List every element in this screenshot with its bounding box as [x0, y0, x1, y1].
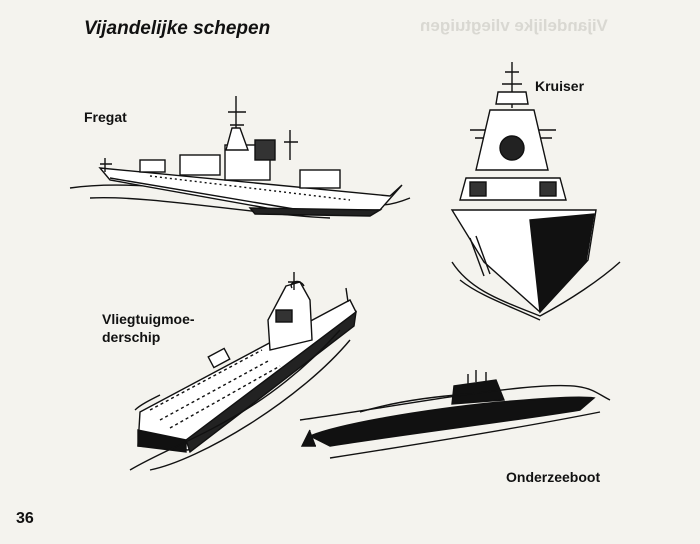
- carrier-label: Vliegtuigmoe- derschip: [102, 310, 195, 346]
- cruiser-illustration: [450, 62, 621, 321]
- frigate-illustration: [69, 96, 411, 219]
- page-title: Vijandelijke schepen: [84, 18, 271, 39]
- cruiser-label: Kruiser: [535, 78, 585, 94]
- submarine-illustration: [299, 370, 611, 459]
- carrier-label-line2: derschip: [102, 329, 161, 345]
- submarine-label: Onderzeeboot: [506, 469, 601, 485]
- frigate-label: Fregat: [84, 109, 127, 125]
- carrier-label-line1: Vliegtuigmoe-: [102, 311, 195, 327]
- carrier-illustration: [129, 272, 357, 471]
- page-number: 36: [16, 510, 34, 527]
